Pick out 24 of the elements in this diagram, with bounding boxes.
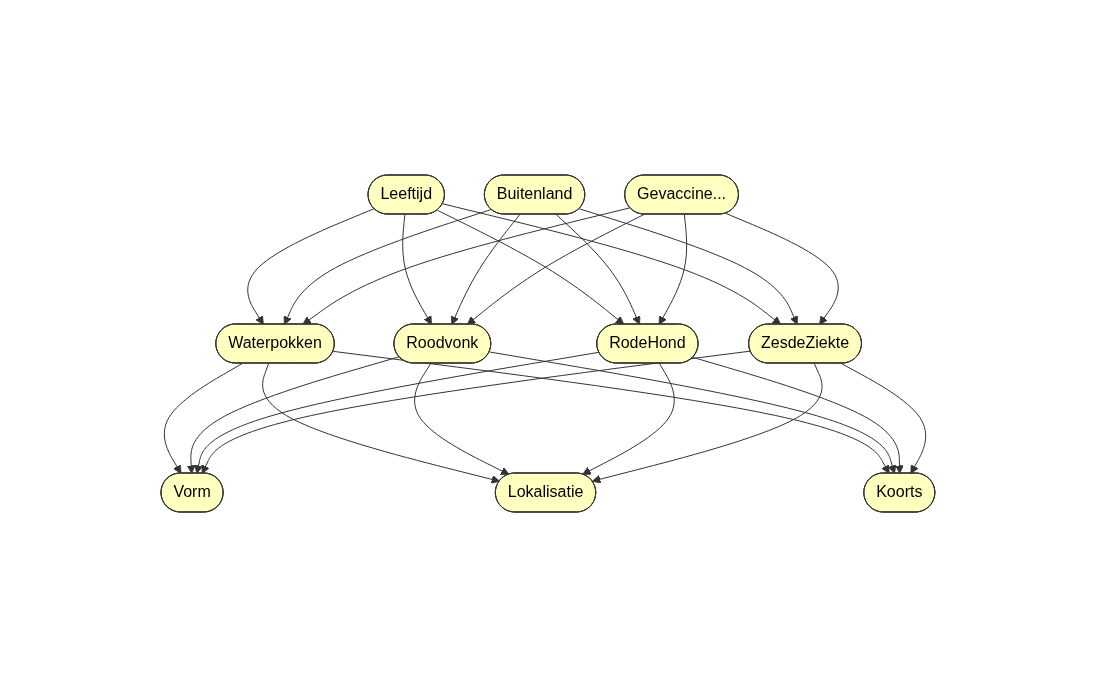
arrow	[283, 208, 492, 325]
arrow	[591, 363, 823, 484]
arrow	[692, 356, 904, 474]
arrow	[451, 214, 521, 325]
arrow	[467, 213, 645, 325]
arrow	[414, 363, 510, 475]
arrow	[658, 214, 688, 325]
arrow	[555, 214, 641, 325]
arrow	[579, 208, 799, 325]
arrow	[725, 212, 839, 325]
arrow	[442, 203, 782, 325]
arrow	[163, 363, 243, 474]
arrow	[186, 356, 400, 474]
arrow	[302, 207, 631, 325]
arrow	[840, 363, 927, 474]
arrow	[262, 363, 501, 484]
arrow	[194, 351, 600, 474]
arrow	[489, 351, 897, 474]
arrow	[247, 208, 375, 325]
arrow	[437, 209, 625, 325]
arrow	[582, 363, 675, 475]
arrow	[332, 350, 890, 474]
arrow	[201, 350, 752, 474]
arrow	[402, 214, 433, 325]
